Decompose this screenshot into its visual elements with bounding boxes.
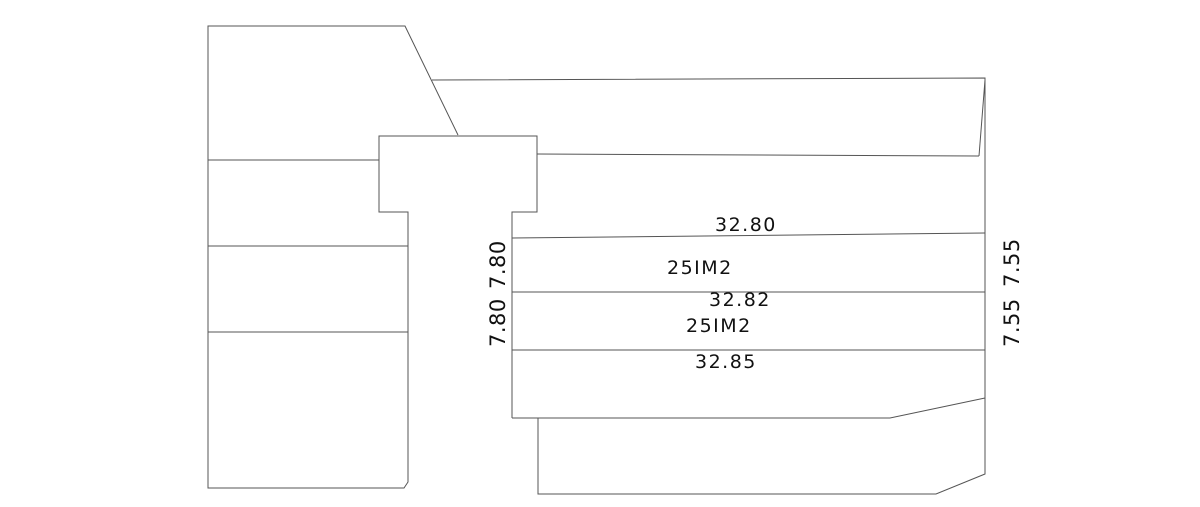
- upper-parcel-divider: [536, 153, 980, 157]
- lower-block-outline: [537, 398, 986, 495]
- upper-parcel-right-edge: [978, 79, 986, 157]
- upper-parcel-outline: [431, 77, 986, 233]
- upper-parcel: [431, 77, 986, 233]
- left-building-outline: [207, 25, 538, 489]
- lower-parcel: [512, 397, 986, 495]
- lower-parcel-outline: [512, 397, 986, 419]
- lot-a-left-side-label: 7.80: [486, 240, 510, 289]
- lot-b-left-side-label: 7.80: [486, 298, 510, 347]
- lot-b-bottom-length-label: 32.85: [695, 351, 757, 373]
- lot-a-top-length-label: 32.80: [715, 214, 777, 236]
- lot-a-area-label: 25IM2: [667, 257, 733, 279]
- lot-a-top-line: [511, 232, 986, 239]
- lot-b-area-label: 25IM2: [686, 315, 752, 337]
- lot-a-right-side-label: 7.55: [1000, 238, 1024, 287]
- lots: [511, 232, 986, 398]
- lot-b-right-side-label: 7.55: [1000, 298, 1024, 347]
- lot-b-top-length-label: 32.82: [709, 289, 771, 311]
- left-building: [207, 25, 538, 489]
